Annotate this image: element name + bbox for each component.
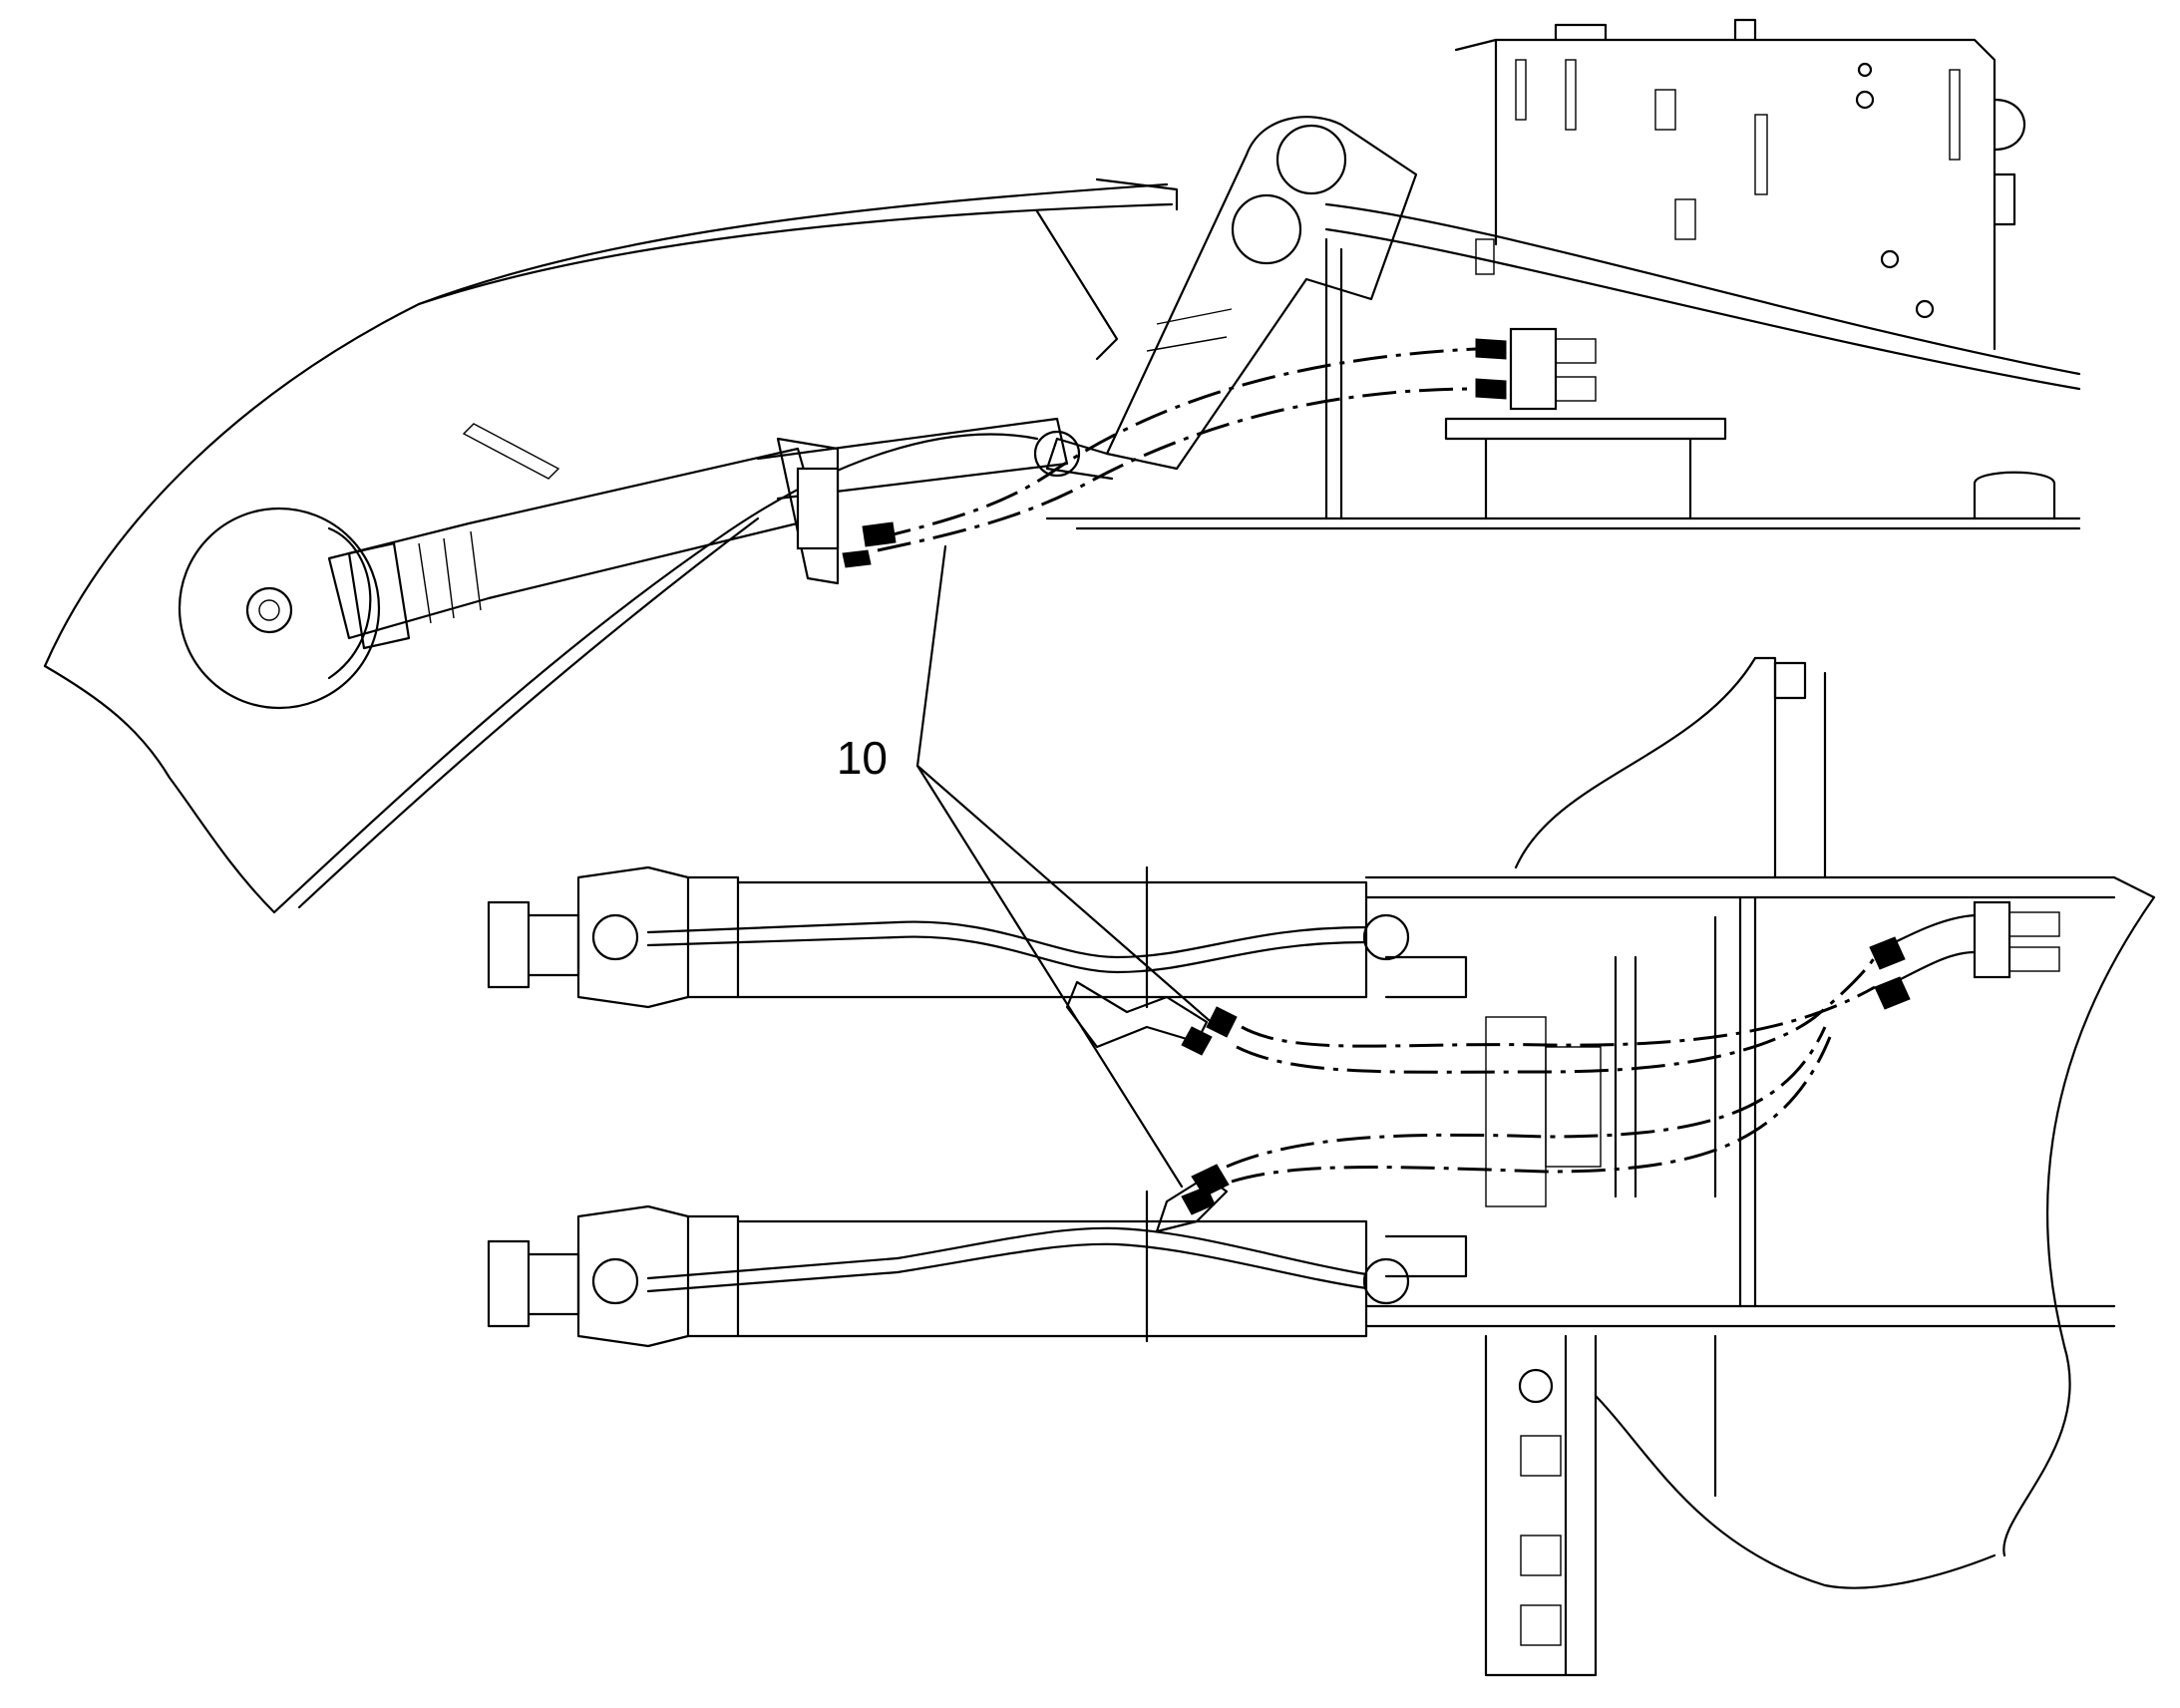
lift-cylinder-side	[327, 417, 1069, 650]
callout-10: 10	[837, 544, 1219, 1189]
boom-outline	[43, 177, 1179, 914]
tower	[1033, 116, 1418, 481]
boom-pivot	[178, 507, 381, 710]
chassis-plan	[1364, 656, 2156, 1677]
lower-cylinder-plan	[487, 1190, 1410, 1348]
valve-block-side	[1475, 327, 1597, 411]
cylinder-mounts	[1065, 980, 1238, 1233]
hoses-plan	[1226, 956, 1877, 1184]
machine-housing	[1454, 18, 2026, 351]
callout-label: 10	[837, 732, 888, 784]
side-view	[43, 18, 2081, 914]
valve-block-plan	[1869, 900, 2060, 1010]
leader-line-side	[915, 544, 947, 768]
leader-line-plan-lower	[915, 764, 1184, 1189]
upper-cylinder-plan	[487, 865, 1410, 1009]
hoses-side	[842, 347, 1477, 568]
chassis-side	[1045, 202, 2081, 530]
plan-view	[487, 656, 2156, 1677]
leader-line-plan-upper	[915, 764, 1219, 1029]
